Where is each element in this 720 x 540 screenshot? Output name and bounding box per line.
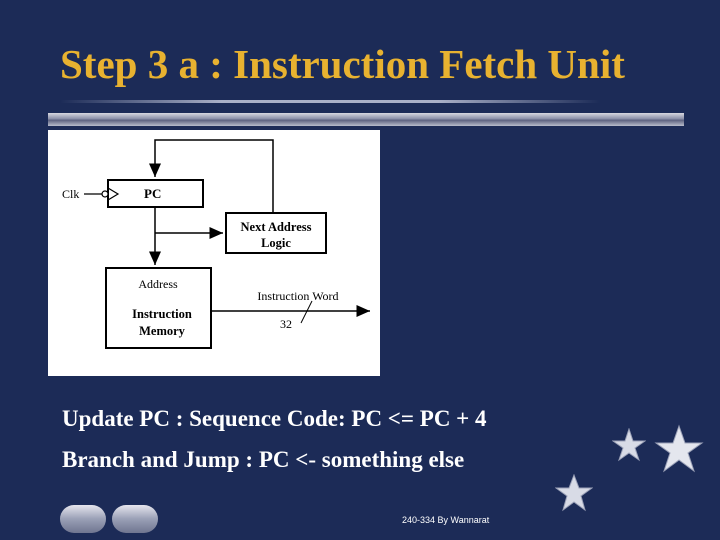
star-icon [612,428,646,462]
star-icon [654,424,704,473]
bullet-item: Update PC : Sequence Code: PC <= PC + 4 [62,406,487,431]
nav-button-next[interactable] [112,505,158,533]
bullet-list: Update PC : Sequence Code: PC <= PC + 4 … [62,398,487,480]
instruction-word-label: Instruction Word [257,289,338,303]
pc-label: PC [144,186,161,201]
next-address-logic-box [225,212,327,254]
fetch-unit-diagram: Clk PC Next Address Logic Address Instru… [48,130,380,376]
title-underline [60,100,600,103]
address-label: Address [138,277,178,291]
clk-label: Clk [62,187,79,201]
next-address-label-1: Next Address [241,220,312,234]
instruction-memory-box [105,267,212,349]
imem-label-1: Instruction [132,307,192,321]
page-title: Step 3 a : Instruction Fetch Unit [60,41,625,87]
bus-width-label: 32 [280,317,292,331]
clock-bubble [101,190,109,198]
footer-text: 240-334 By Wannarat [402,515,490,525]
bus-width-slash [300,300,313,324]
bullet-item: Branch and Jump : PC <- something else [62,447,465,472]
next-address-label-2: Logic [261,236,291,250]
clock-triangle [107,187,120,201]
star-icon [555,474,593,512]
feedback-wire [149,139,274,213]
nav-button-prev[interactable] [60,505,106,533]
imem-label-2: Memory [139,324,186,338]
divider-bar [48,113,684,126]
